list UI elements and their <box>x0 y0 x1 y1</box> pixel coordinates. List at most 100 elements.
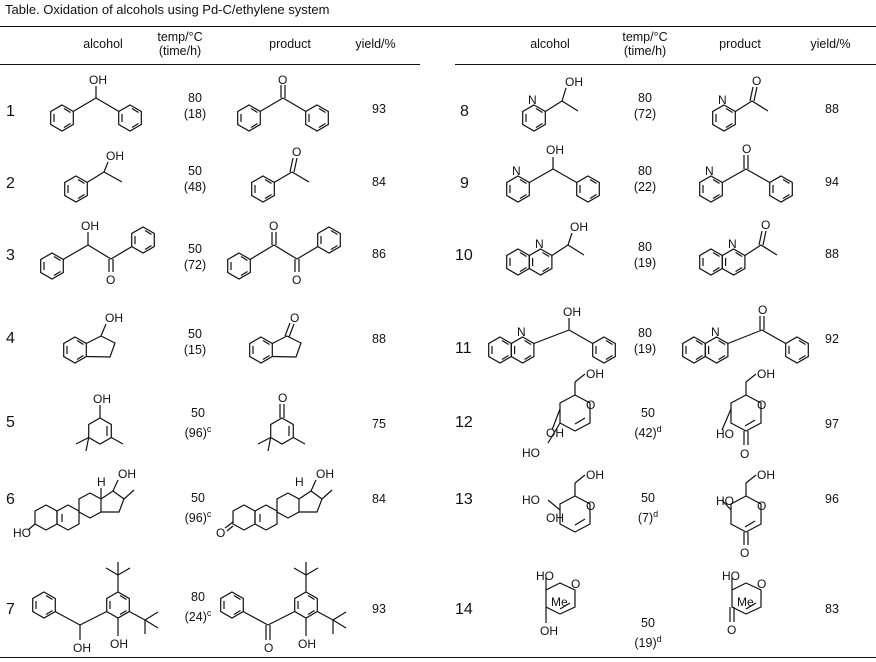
atom-label: OH <box>586 468 604 482</box>
atom-label: O <box>278 73 287 87</box>
atom-label: O <box>292 273 301 287</box>
time: (15) <box>183 343 207 357</box>
entry-number: 3 <box>6 247 15 264</box>
entry-number: 14 <box>455 601 473 618</box>
table-caption: Table. Oxidation of alcohols using Pd-C/… <box>5 2 330 17</box>
atom-label: N <box>535 237 544 251</box>
atom-label: N <box>517 325 526 339</box>
structure-pyranone-14 <box>729 578 762 622</box>
time: (19) <box>633 256 657 270</box>
header-alcohol-right: alcohol <box>530 37 570 51</box>
atom-label: OH <box>570 220 588 234</box>
header-temp-left: temp/°C (time/h) <box>150 30 210 58</box>
time: (7) <box>637 511 654 526</box>
atom-label: O <box>757 577 766 591</box>
time: (19) <box>634 636 657 651</box>
temperature: 50 <box>188 164 202 178</box>
time: (24) <box>184 610 207 625</box>
yield-value: 83 <box>825 602 839 616</box>
atom-label: OH <box>563 305 581 319</box>
atom-label: H <box>295 475 304 489</box>
entry-number: 5 <box>6 414 15 431</box>
time: (96) <box>184 511 207 526</box>
conditions: 50 (48) <box>165 163 225 195</box>
conditions: 50 (42)d <box>618 405 678 441</box>
yield-value: 86 <box>372 247 386 261</box>
conditions: 50 (19)d <box>618 615 678 651</box>
structure-isophorone <box>257 404 306 452</box>
structure-acetylquinoline <box>699 230 778 276</box>
structure-benzoylpyridine <box>699 155 793 203</box>
time: (22) <box>633 180 657 194</box>
entry-number: 1 <box>6 103 15 120</box>
atom-label: N <box>705 164 714 178</box>
atom-label: O <box>757 499 766 513</box>
temperature: 50 <box>191 491 205 505</box>
atom-label: OH <box>93 392 111 406</box>
header-yield-right: yield/% <box>810 37 851 51</box>
structure-glycal-12 <box>547 373 591 444</box>
entry-number: 6 <box>6 491 15 508</box>
conditions: 80 (19) <box>615 239 675 271</box>
atom-label: O <box>106 273 115 287</box>
header-product-right: product <box>719 37 761 51</box>
yield-value: 94 <box>825 175 839 189</box>
atom-label: OH <box>546 143 564 157</box>
structure-hindered-phenol-alcohol <box>32 562 159 640</box>
conditions: 50 (15) <box>165 326 225 358</box>
structure-hindered-phenol-ketone <box>220 562 347 640</box>
temperature: 50 <box>641 491 655 505</box>
atom-label: OH <box>757 367 775 381</box>
conditions: 80 (24)c <box>168 589 228 625</box>
conditions: 80 (22) <box>615 163 675 195</box>
top-rule <box>0 26 876 27</box>
structure-benzil <box>227 226 341 280</box>
structure-glycal-13 <box>547 474 591 533</box>
atom-label: Me <box>737 595 754 609</box>
atom-label: OH <box>298 637 316 651</box>
bottom-rule <box>0 657 876 658</box>
entry-number: 13 <box>455 491 473 508</box>
footnote-mark: c <box>206 424 212 434</box>
yield-value: 93 <box>372 602 386 616</box>
yield-value: 93 <box>372 102 386 116</box>
atom-label: Me <box>551 595 568 609</box>
yield-value: 88 <box>825 247 839 261</box>
header-time-label: (time/h) <box>623 44 667 58</box>
time: (48) <box>183 180 207 194</box>
structure-phenylethanol <box>64 161 123 203</box>
entry-number: 11 <box>455 340 472 357</box>
structure-pyranone-12 <box>721 373 762 445</box>
header-temp-label: temp/°C <box>157 30 203 44</box>
footnote-mark: d <box>656 424 662 434</box>
atom-label: N <box>718 93 727 107</box>
temperature: 50 <box>641 616 655 630</box>
header-yield-left: yield/% <box>355 37 396 51</box>
structure-quinolyl-phenyl-methanol <box>488 318 616 364</box>
atom-label: HO <box>522 493 540 507</box>
yield-value: 84 <box>372 492 386 506</box>
atom-label: O <box>292 145 301 159</box>
atom-label: OH <box>106 149 124 163</box>
entry-number: 7 <box>6 601 15 618</box>
temperature: 80 <box>191 590 205 604</box>
structure-benzoylquinoline <box>682 316 809 364</box>
atom-label: O <box>290 311 299 325</box>
atom-label: O <box>727 623 736 637</box>
conditions: 80 (18) <box>165 90 225 122</box>
footnote-mark: d <box>653 509 659 519</box>
temperature: 80 <box>638 91 652 105</box>
yield-value: 84 <box>372 175 386 189</box>
yield-value: 96 <box>825 492 839 506</box>
atom-label: HO <box>716 494 734 508</box>
time: (19) <box>633 342 657 356</box>
structure-benzophenone <box>237 85 329 132</box>
atom-label: OH <box>546 511 564 525</box>
structure-benzhydrol <box>50 86 142 132</box>
conditions: 80 (19) <box>615 325 675 357</box>
time: (18) <box>183 107 207 121</box>
atom-label: O <box>757 398 766 412</box>
atom-label: HO <box>13 526 31 540</box>
atom-label: N <box>512 164 521 178</box>
